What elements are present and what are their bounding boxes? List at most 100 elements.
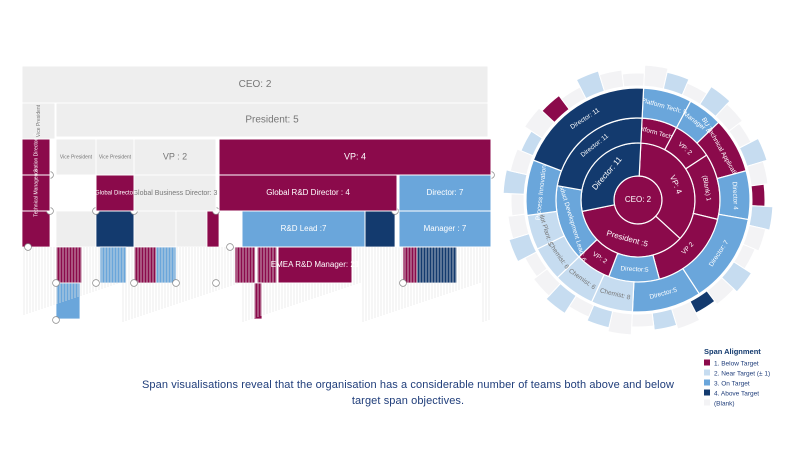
icicle-node[interactable]: EMEA R&D Manager: 21 [271, 246, 360, 284]
icicle-node-rect [95, 174, 135, 212]
sunburst-segment[interactable]: Process Innovation: 7 [525, 157, 563, 221]
icicle-node-marker [399, 279, 407, 287]
icicle-node-label: VP : 2 [163, 151, 187, 161]
icicle-node-rect [398, 174, 492, 212]
icicle-node-rect [277, 246, 353, 284]
icicle-leaf-block [99, 246, 127, 284]
icicle-node-rect [21, 65, 489, 104]
icicle-node-label: Innovation Director: 3 [33, 133, 39, 181]
icicle-node[interactable]: Vice President [95, 138, 135, 176]
sunburst-leaf-segment [507, 213, 530, 240]
sunburst-segment[interactable]: Platform Tech: 3 [633, 117, 680, 151]
icicle-leaf-block [55, 282, 81, 320]
icicle-node-label: Manager : 7 [424, 224, 467, 233]
icicle-node-label: Vice President [99, 154, 132, 160]
icicle-node[interactable]: President: 5 [55, 102, 489, 138]
sunburst-leaf-ring [502, 64, 774, 336]
icicle-node-marker [130, 279, 138, 287]
icicle-leaf-block [55, 210, 97, 248]
sunburst-segment[interactable]: VP: 2 [578, 238, 619, 278]
sunburst-leaf-segment [746, 160, 769, 187]
icicle-node[interactable]: Manager : 7 [398, 210, 492, 248]
legend-label: 3. On Target [714, 381, 750, 388]
sunburst-segment[interactable]: Pilot Plant: 5 [526, 210, 566, 250]
icicle-leaf-block [364, 210, 396, 248]
legend-item: 4. Above Target [704, 389, 759, 398]
legend-item: 2. Near Target (± 1) [704, 369, 770, 378]
icicle-node-rect [133, 174, 217, 212]
icicle-leaf-block [21, 210, 51, 248]
sunburst-leaf-segment [631, 312, 655, 328]
legend-swatch [704, 389, 710, 396]
legend-label: 4. Above Target [714, 391, 759, 398]
legend-swatch [704, 399, 710, 406]
sunburst-leaf-segment [598, 69, 625, 92]
sunburst-segment[interactable]: Director 4 [716, 170, 751, 221]
sunburst-segment[interactable]: Platform Tech: 5 [640, 87, 692, 129]
icicle-node-label: Technical Manager: 3 [33, 169, 39, 217]
icicle-node[interactable]: Global Business Director: 3 [133, 174, 218, 212]
icicle-node[interactable]: R&D Lead :7 [241, 210, 366, 248]
icicle-node[interactable]: Vice President [55, 138, 97, 176]
sunburst-segment[interactable]: President :5 [581, 204, 681, 258]
icicle-node[interactable]: Global R&D Director : 4 [218, 174, 398, 212]
icicle-node-label: CEO: 2 [239, 79, 272, 90]
sunburst-leaf-segment [651, 308, 678, 331]
sunburst-leaf-segment [510, 193, 526, 217]
icicle-node-rect [398, 210, 492, 248]
icicle-node-marker [172, 279, 180, 287]
icicle-node-label: EMEA R&D Manager: 21 [271, 260, 360, 269]
sunburst-segment[interactable]: Chemist: 6 [556, 256, 605, 303]
icicle-node[interactable]: VP: 4 [218, 138, 492, 176]
sunburst-segment-label: (Blank) 1 [701, 175, 712, 202]
icicle-node[interactable]: Vice President [21, 102, 56, 140]
icicle-node-rect [241, 210, 366, 248]
icicle-leaf-block [95, 210, 135, 248]
icicle-node-marker [92, 279, 100, 287]
icicle-node-label: Global Business Director: 3 [133, 190, 218, 197]
legend-label: 2. Near Target (± 1) [714, 371, 770, 378]
sunburst-segment[interactable]: Director: 7 [681, 213, 749, 295]
sunburst-segment[interactable]: Chemist: 6 [536, 235, 580, 279]
icicle-node-marker [212, 279, 220, 287]
icicle-node[interactable]: Director: 7 [398, 174, 492, 212]
legend-label: 1. Below Target [714, 361, 759, 368]
icicle-node-marker [52, 279, 60, 287]
legend-label: (Blank) [714, 401, 735, 408]
icicle-node-rect [21, 174, 51, 212]
icicle-node-label: Vice President [36, 104, 42, 137]
icicle-node-rect [55, 102, 489, 138]
sunburst-segment-label: CEO: 2 [625, 195, 652, 204]
icicle-node-label: Director: 7 [427, 188, 464, 197]
sunburst-segment[interactable]: Chemist: 8 [590, 273, 635, 313]
icicle-node-label: VP: 4 [344, 151, 366, 161]
icicle-node-rect [95, 138, 135, 176]
icicle-node-marker [226, 243, 234, 251]
legend-item: (Blank) [704, 399, 735, 408]
icicle-node-label: Global R&D Director : 4 [266, 188, 350, 197]
icicle-node[interactable]: CEO: 2 [21, 65, 489, 104]
sunburst-segment[interactable]: Director: 11 [532, 87, 645, 172]
sunburst-segment[interactable]: Manager 4 [675, 100, 720, 144]
icicle-node[interactable]: Global Director [95, 174, 135, 212]
legend-swatch [704, 369, 710, 376]
icicle-node[interactable]: VP : 2 [133, 138, 217, 176]
icicle-leaf-block [133, 210, 177, 248]
icicle-node-rect [133, 138, 217, 176]
sunburst-leaf-segment [750, 183, 766, 207]
legend-item: 3. On Target [704, 379, 750, 388]
icicle-node-label: Global Director [95, 191, 135, 197]
icicle-node[interactable]: Technical Manager: 3 [21, 169, 51, 217]
icicle-node-marker [24, 243, 32, 251]
legend-swatch [704, 379, 710, 386]
caption-text: Span visualisations reveal that the orga… [141, 379, 674, 407]
sunburst-segment-label: Director 4 [731, 181, 739, 210]
icicle-leaf-block [206, 210, 220, 248]
icicle-node-rect [218, 138, 492, 176]
icicle-node-rect [21, 102, 56, 140]
icicle-node-label: President: 5 [245, 115, 299, 126]
